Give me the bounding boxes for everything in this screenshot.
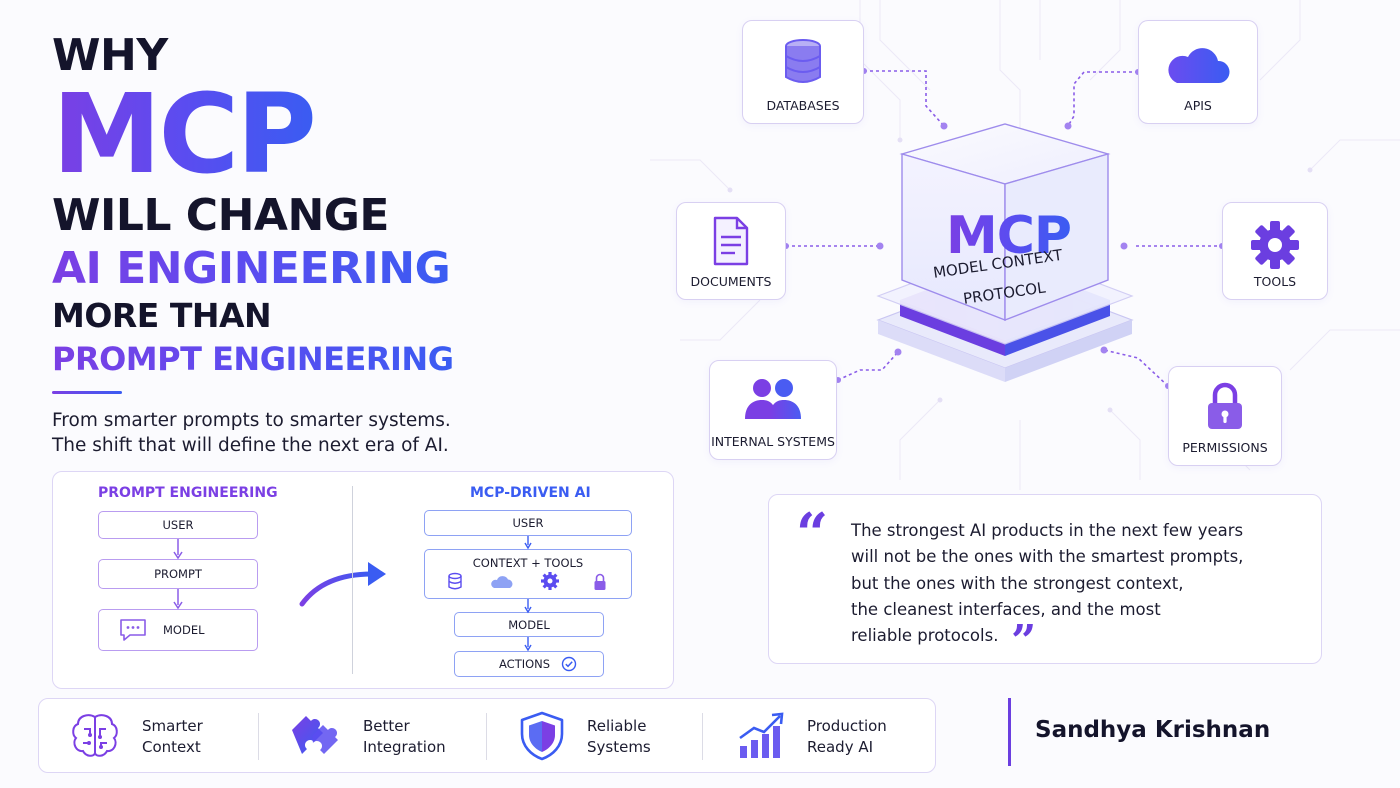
pe-flow-arrows: [173, 539, 183, 610]
pe-model-box: MODEL: [98, 609, 258, 651]
pe-user-box: USER: [98, 511, 258, 539]
lock-icon: [594, 573, 606, 590]
feature-divider-1: [258, 713, 259, 760]
mcp-user-box: USER: [424, 510, 632, 536]
node-databases-label: DATABASES: [766, 98, 840, 113]
feature-smarter-context: Smarter Context: [142, 716, 203, 758]
mcp-hub-cube: [876, 123, 1134, 382]
hub-title: MCP: [946, 206, 1072, 266]
mcp-model-box: MODEL: [454, 612, 604, 637]
headline-more-than: MORE THAN: [52, 296, 272, 335]
growth-chart-icon: [739, 712, 784, 758]
feature-1-line-1: Smarter: [142, 717, 203, 735]
database-icon: [785, 39, 821, 83]
node-documents: DOCUMENTS: [676, 202, 786, 300]
subtitle-line-1: From smarter prompts to smarter systems.: [52, 410, 451, 431]
headline-ai-engineering: AI ENGINEERING: [52, 243, 451, 294]
headline-will-change: WILL CHANGE: [52, 190, 389, 241]
node-databases: DATABASES: [742, 20, 864, 124]
feature-2-line-1: Better: [363, 717, 410, 735]
feature-divider-2: [486, 713, 487, 760]
node-permissions: PERMISSIONS: [1168, 366, 1282, 466]
quote-line-3: but the ones with the strongest context,: [851, 573, 1184, 593]
node-apis-label: APIS: [1184, 98, 1212, 113]
quote-line-1: The strongest AI products in the next fe…: [851, 521, 1244, 540]
feature-reliable-systems: Reliable Systems: [587, 716, 651, 758]
node-tools-label: TOOLS: [1253, 274, 1297, 289]
author-accent-bar: [1008, 698, 1011, 766]
quote-close-mark: ”: [1011, 616, 1037, 667]
quote-open-mark: “: [796, 501, 829, 567]
headline-why: WHY: [52, 30, 168, 81]
node-internal-systems-label: INTERNAL SYSTEMS: [711, 434, 835, 449]
brain-icon: [72, 714, 118, 757]
headline-divider: [52, 391, 122, 394]
feature-better-integration: Better Integration: [363, 716, 446, 758]
quote-body: The strongest AI products in the next fe…: [851, 518, 1243, 649]
author-name: Sandhya Krishnan: [1035, 717, 1271, 743]
headline-prompt-engineering: PROMPT ENGINEERING: [52, 340, 454, 378]
mcp-driven-title: MCP-DRIVEN AI: [470, 485, 591, 501]
prompt-engineering-title: PROMPT ENGINEERING: [98, 485, 278, 501]
quote-line-5: reliable protocols.: [851, 626, 999, 646]
pe-model-label: MODEL: [163, 623, 205, 637]
feature-3-line-2: Systems: [587, 738, 651, 756]
feature-3-line-1: Reliable: [587, 717, 647, 735]
lock-icon: [1208, 382, 1242, 429]
cloud-icon: [1168, 48, 1230, 83]
node-apis: APIS: [1138, 20, 1258, 124]
subtitle-line-2: The shift that will define the next era …: [52, 435, 449, 456]
feature-1-line-2: Context: [142, 738, 201, 756]
feature-2-line-2: Integration: [363, 738, 446, 756]
feature-4-line-2: Ready AI: [807, 738, 874, 756]
feature-production-ready: Production Ready AI: [807, 716, 887, 758]
mcp-context-tools-box: CONTEXT + TOOLS: [424, 549, 632, 599]
node-internal-systems: INTERNAL SYSTEMS: [709, 360, 837, 460]
feature-divider-3: [702, 713, 703, 760]
document-icon: [713, 216, 749, 266]
chat-bubble-icon: [120, 619, 146, 641]
gear-icon: [541, 572, 559, 590]
users-icon: [745, 379, 801, 419]
quote-line-4: the cleanest interfaces, and the most: [851, 599, 1161, 619]
node-tools: TOOLS: [1222, 202, 1328, 300]
node-permissions-label: PERMISSIONS: [1182, 440, 1268, 455]
mcp-actions-box: ACTIONS: [454, 651, 604, 677]
mcp-context-tools-label: CONTEXT + TOOLS: [472, 556, 584, 570]
mcp-actions-label: ACTIONS: [499, 657, 551, 671]
shield-icon: [520, 711, 564, 761]
gear-icon: [1251, 221, 1299, 269]
comparison-divider: [352, 486, 353, 674]
mcp-flow-arrows: [524, 536, 532, 652]
puzzle-icon: [292, 716, 338, 754]
feature-4-line-1: Production: [807, 717, 887, 735]
node-documents-label: DOCUMENTS: [690, 274, 772, 289]
headline-mcp: MCP: [52, 70, 317, 198]
feature-strip: [38, 698, 936, 773]
pe-prompt-box: PROMPT: [98, 559, 258, 589]
context-tools-icons: [448, 572, 606, 590]
checkmark-icon: [561, 656, 577, 672]
database-icon: [448, 572, 462, 590]
quote-card: [768, 494, 1322, 664]
cloud-icon: [491, 576, 513, 588]
transition-arrow-icon: [299, 562, 386, 607]
quote-line-2: will not be the ones with the smartest p…: [851, 547, 1244, 567]
